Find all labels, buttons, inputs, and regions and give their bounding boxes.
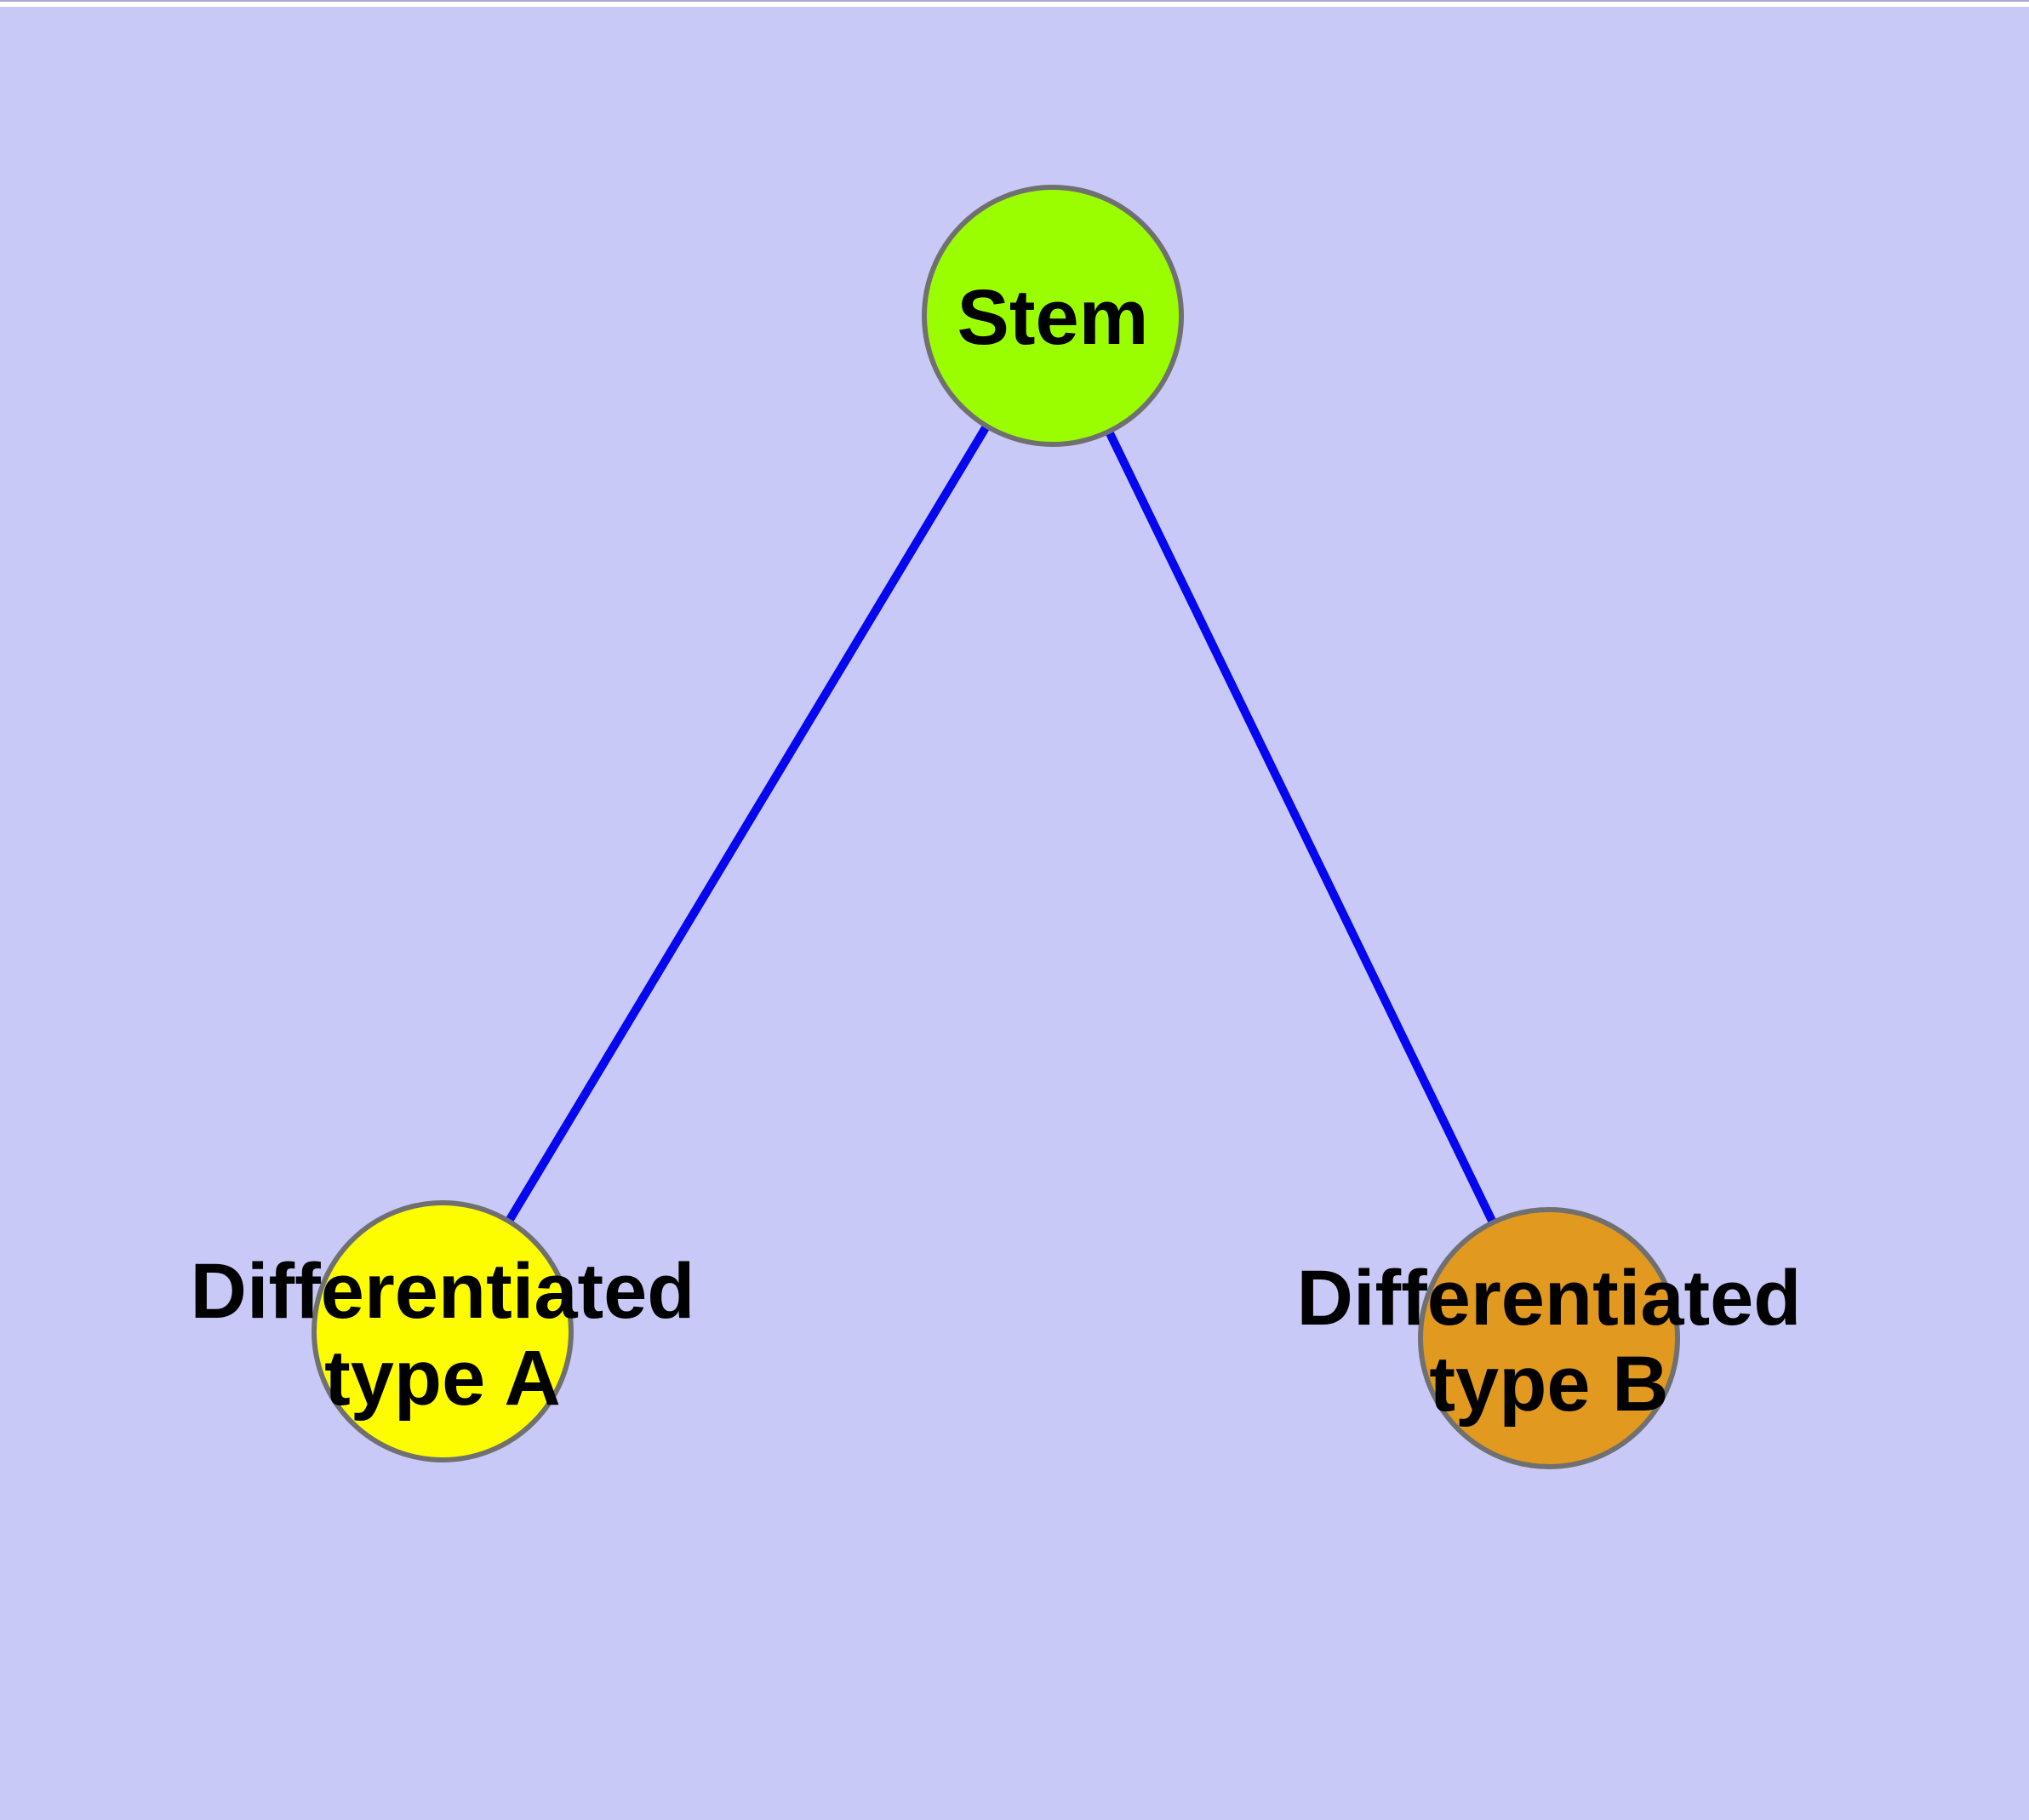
node-type-b-label-line2: type B xyxy=(1429,1341,1668,1428)
edge-stem-to-type-b xyxy=(1049,313,1553,1341)
top-edge-band xyxy=(0,2,2029,7)
node-stem xyxy=(922,185,1184,447)
edge-stem-to-type-a xyxy=(438,313,1057,1334)
top-edge-line xyxy=(0,0,2029,2)
node-differentiated-type-a xyxy=(311,1200,574,1462)
node-stem-label: Stem xyxy=(957,274,1149,361)
node-type-a-label-line1: Differentiated xyxy=(191,1248,695,1335)
node-differentiated-type-b xyxy=(1418,1207,1680,1469)
node-type-a-label-line2: type A xyxy=(324,1335,561,1422)
node-type-b-label-line1: Differentiated xyxy=(1297,1255,1802,1342)
